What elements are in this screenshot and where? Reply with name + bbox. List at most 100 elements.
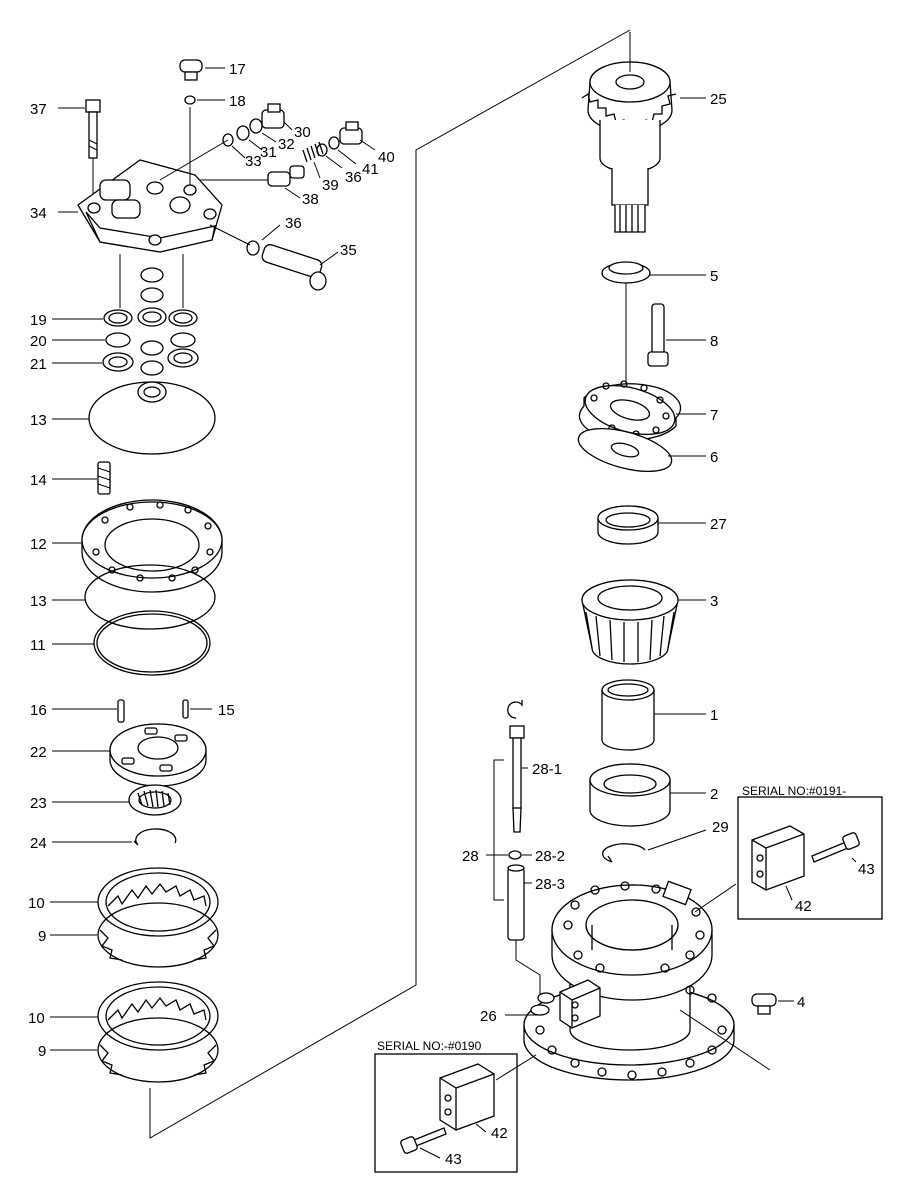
part-16-pin [117, 699, 125, 723]
callout-4: 4 [797, 994, 805, 1011]
callout-25: 25 [710, 91, 727, 108]
part-13-o-ring-lower [84, 564, 216, 630]
callout-11: 11 [30, 637, 46, 654]
callout-26: 26 [480, 1008, 497, 1025]
callout-33: 33 [245, 153, 262, 170]
callout-42-lower: 42 [491, 1125, 508, 1142]
callout-13-upper: 13 [30, 412, 47, 429]
callout-12: 12 [30, 536, 47, 553]
part-17-plug [179, 59, 203, 81]
part-15-pin [182, 699, 189, 719]
callout-28-1: 28-1 [532, 761, 562, 778]
part-12-flange-ring [81, 499, 223, 593]
callout-14: 14 [30, 472, 47, 489]
serial-box-upper [737, 796, 883, 920]
callout-10-lower: 10 [28, 1010, 45, 1027]
part-37-bolt [85, 99, 101, 159]
callout-10-upper: 10 [28, 895, 45, 912]
part-10-friction-plate-upper [97, 867, 219, 937]
main-housing [523, 880, 735, 1081]
callout-36-upper: 36 [345, 169, 362, 186]
part-28-2-o-ring [508, 850, 522, 860]
callout-13-lower: 13 [30, 593, 47, 610]
callout-34: 34 [30, 205, 47, 222]
part-7-holed-plate [578, 380, 682, 441]
callout-9-upper: 9 [38, 928, 46, 945]
part-29-snap-ring [602, 843, 646, 863]
part-40-plug [339, 121, 363, 145]
part-13-o-ring-upper [88, 381, 216, 455]
callout-22: 22 [30, 744, 47, 761]
callout-5: 5 [710, 268, 718, 285]
part-26-mount-block [530, 979, 601, 1029]
part-30-plug [261, 103, 285, 129]
callout-31: 31 [260, 144, 277, 161]
callout-28: 28 [462, 848, 479, 865]
callout-20: 20 [30, 333, 47, 350]
callout-39: 39 [322, 177, 339, 194]
callout-24: 24 [30, 835, 47, 852]
part-38-spool [267, 165, 305, 187]
part-4-plug [751, 993, 777, 1015]
part-1-sleeve [601, 679, 655, 751]
part-43-bolt-upper [811, 832, 860, 863]
callout-6: 6 [710, 449, 718, 466]
part-36-o-ring-lower [246, 240, 260, 256]
part-41-ring [328, 136, 340, 150]
part-18-o-ring [184, 95, 196, 105]
callout-38: 38 [302, 191, 319, 208]
part-34-valve-housing [77, 159, 223, 253]
part-8-pin [647, 303, 669, 367]
callout-7: 7 [710, 407, 718, 424]
callout-41: 41 [362, 161, 379, 178]
callout-2: 2 [710, 786, 718, 803]
callout-15: 15 [218, 702, 235, 719]
assembly-path-line [149, 29, 631, 1139]
part-22-plate [109, 723, 207, 787]
part-21-seal [102, 348, 199, 372]
callout-18: 18 [229, 93, 246, 110]
part-3-roller-bearing [581, 579, 679, 665]
part-39-spring [302, 141, 324, 163]
part-27-ring [597, 505, 659, 545]
part-33-o-ring [222, 133, 234, 147]
callout-36-lower: 36 [285, 215, 302, 232]
callout-1: 1 [710, 707, 718, 724]
part-36-ring-upper [316, 143, 328, 157]
callout-3: 3 [710, 593, 718, 610]
part-25-shaft-carrier [581, 61, 677, 233]
callout-28-3: 28-3 [535, 876, 565, 893]
callout-23: 23 [30, 795, 47, 812]
callout-8: 8 [710, 333, 718, 350]
part-32-ring [249, 118, 263, 134]
callout-19: 19 [30, 312, 47, 329]
callout-43-lower: 43 [445, 1151, 462, 1168]
part-31-ring [236, 125, 250, 141]
part-28-1-dipstick [507, 700, 525, 833]
callout-42-upper: 42 [795, 898, 812, 915]
callout-21: 21 [30, 356, 47, 373]
part-35-pin [261, 244, 327, 291]
part-23-bearing [128, 784, 182, 816]
callout-28-2: 28-2 [535, 848, 565, 865]
part-42-block-upper [751, 825, 805, 891]
callout-17: 17 [229, 61, 246, 78]
part-20-ring [105, 332, 196, 348]
callout-9-lower: 9 [38, 1043, 46, 1060]
callout-35: 35 [340, 242, 357, 259]
part-10-friction-plate-lower [97, 981, 219, 1051]
part-2-ring [589, 763, 671, 827]
callout-43-upper: 43 [858, 861, 875, 878]
part-24-snap-ring [133, 828, 177, 846]
callout-27: 27 [710, 516, 727, 533]
callout-29: 29 [712, 819, 729, 836]
callout-16: 16 [30, 702, 47, 719]
serial-label-lower: SERIAL NO:-#0190 [377, 1039, 482, 1053]
part-6-thrust-washer [577, 427, 673, 473]
part-19-seal [103, 309, 198, 327]
serial-box-lower [374, 1053, 518, 1173]
callout-37: 37 [30, 101, 47, 118]
seal-stack [137, 267, 167, 403]
part-28-3-guide-pipe [507, 864, 525, 941]
